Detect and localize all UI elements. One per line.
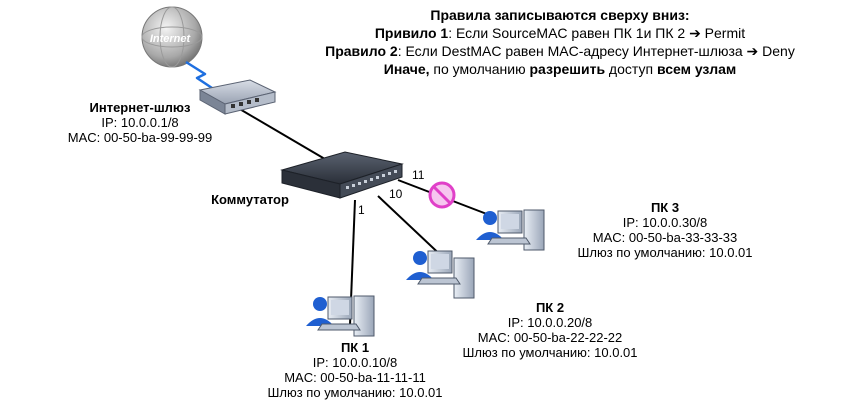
pc3-mac: MAC: 00-50-ba-33-33-33 [592,230,738,245]
pc3-workstation-icon [476,209,545,251]
rule-default: Иначе, по умолчанию разрешить доступ все… [270,60,850,78]
rule-default-bold-a: разрешить [529,61,606,77]
pc1-info: ПК 1 IP: 10.0.0.10/8 MAC: 00-50-ba-11-11… [255,340,455,400]
rule-1: Привило 1: Если SourceMAC равен ПК 1и ПК… [270,24,850,42]
gateway-ip: IP: 10.0.0.1/8 [101,115,179,130]
port-1-label: 1 [358,203,365,217]
pc2-gateway: Шлюз по умолчанию: 10.0.01 [462,345,638,360]
rule-2: Правило 2: Если DestMAC равен MAC-адресу… [270,42,850,60]
rule-default-text-a: по умолчанию [429,61,530,77]
switch-title: Коммутатор [211,192,289,207]
pc3-info: ПК 3 IP: 10.0.0.30/8 MAC: 00-50-ba-33-33… [565,200,765,260]
internet-label: Internet [150,33,192,45]
deny-block-icon [428,181,456,209]
pc3-gateway: Шлюз по умолчанию: 10.0.01 [577,245,753,260]
cable-gateway-switch [237,107,331,163]
rule-default-label: Иначе, [383,61,430,77]
pc3-title: ПК 3 [650,200,680,215]
gateway-title: Интернет-шлюз [89,100,191,115]
gateway-mac: MAC: 00-50-ba-99-99-99 [67,130,213,145]
rule-1-label: Привило 1 [374,25,449,41]
pc1-gateway: Шлюз по умолчанию: 10.0.01 [267,385,443,400]
gateway-info: Интернет-шлюз IP: 10.0.0.1/8 MAC: 00-50-… [40,100,240,145]
pc1-title: ПК 1 [340,340,370,355]
pc2-workstation-icon [406,250,475,299]
switch-icon [280,151,404,199]
pc2-info: ПК 2 IP: 10.0.0.20/8 MAC: 00-50-ba-22-22… [450,300,650,360]
port-10-label: 10 [389,187,403,201]
port-11-label: 11 [412,168,425,182]
rule-2-text: : Если DestMAC равен MAC-адресу Интернет… [397,43,795,59]
pc2-mac: MAC: 00-50-ba-22-22-22 [477,330,623,345]
rule-default-bold-b: всем узлам [656,61,737,77]
pc1-ip: IP: 10.0.0.10/8 [312,355,398,370]
rule-2-label: Правило 2 [325,43,398,59]
internet-globe-icon [141,6,203,68]
pc1-mac: MAC: 00-50-ba-11-11-11 [284,370,426,385]
pc1-workstation-icon [306,295,375,337]
pc3-ip: IP: 10.0.0.30/8 [622,215,708,230]
pc2-ip: IP: 10.0.0.20/8 [507,315,593,330]
rules-block: Правила записываются сверху вниз: Привил… [270,6,850,78]
rules-heading: Правила записываются сверху вниз: [430,7,690,23]
gateway-router-icon [198,79,277,115]
rule-1-text: : Если SourceMAC равен ПК 1и ПК 2 ➔ Perm… [448,25,746,41]
pc2-title: ПК 2 [535,300,565,315]
rule-default-text-b: доступ [605,61,657,77]
